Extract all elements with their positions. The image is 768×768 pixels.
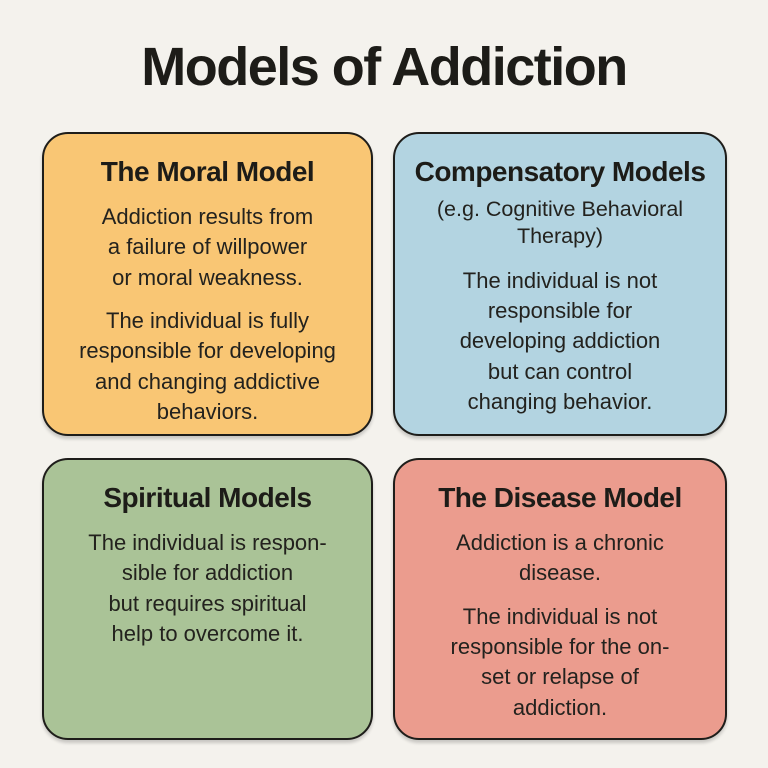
card-disease-title: The Disease Model: [438, 482, 682, 513]
card-spiritual-title: Spiritual Models: [103, 482, 312, 513]
card-disease-paragraph-2: The individual is not responsible for th…: [450, 603, 670, 720]
card-compensatory-paragraph-1: The individual is not responsible for de…: [459, 267, 661, 415]
models-grid: The Moral Model Addiction results from a…: [42, 132, 727, 740]
card-moral-paragraph-2: The individual is fully responsible for …: [79, 308, 336, 425]
card-compensatory-title: Compensatory Models: [414, 156, 706, 187]
card-compensatory-subtitle: (e.g. Cognitive Behavioral Therapy): [436, 197, 684, 248]
card-disease-model: The Disease Model Addiction is a chronic…: [393, 458, 727, 740]
card-moral-paragraph-1: Addiction results from a failure of will…: [101, 204, 314, 290]
card-disease-paragraph-1: Addiction is a chronic disease.: [456, 530, 664, 586]
card-spiritual-paragraph-1: The individual is respon- sible for addi…: [88, 530, 327, 647]
card-moral-model: The Moral Model Addiction results from a…: [42, 132, 373, 436]
card-moral-title: The Moral Model: [100, 156, 315, 187]
card-spiritual-models: Spiritual Models The individual is respo…: [42, 458, 373, 740]
page-title: Models of Addiction: [141, 37, 628, 97]
card-compensatory-models: Compensatory Models (e.g. Cognitive Beha…: [393, 132, 727, 436]
